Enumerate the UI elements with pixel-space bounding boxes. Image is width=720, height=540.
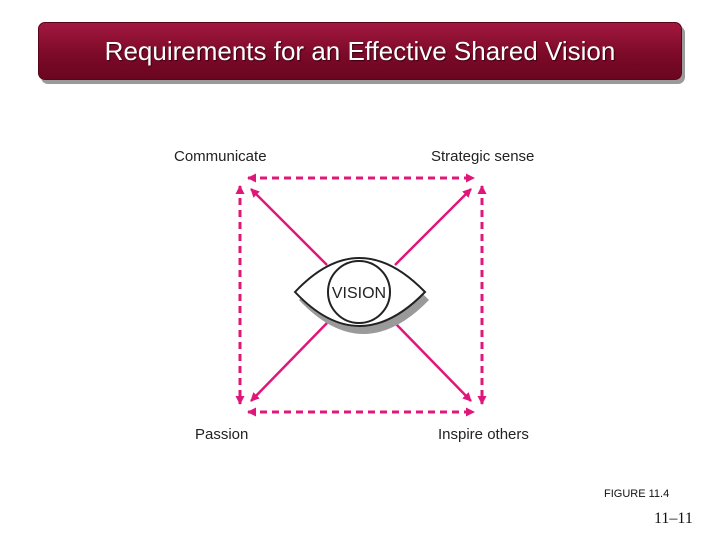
corner-label-passion: Passion bbox=[195, 426, 249, 443]
corner-label-communicate: Communicate bbox=[174, 148, 267, 165]
figure-caption: FIGURE 11.4 bbox=[604, 488, 670, 500]
vision-label: VISION bbox=[332, 285, 386, 302]
arrow-center-to-top-left bbox=[250, 188, 328, 266]
arrow-center-to-bottom-left bbox=[250, 322, 328, 402]
corner-label-strategic-sense: Strategic sense bbox=[431, 148, 535, 165]
page-number: 11–11 bbox=[654, 510, 693, 527]
corner-label-inspire-others: Inspire others bbox=[438, 426, 529, 443]
arrow-center-to-bottom-right bbox=[394, 322, 472, 402]
slide-title: Requirements for an Effective Shared Vis… bbox=[104, 35, 616, 66]
eye-icon bbox=[293, 257, 429, 334]
title-bar: Requirements for an Effective Shared Vis… bbox=[38, 22, 682, 80]
arrow-center-to-top-right bbox=[394, 188, 472, 266]
